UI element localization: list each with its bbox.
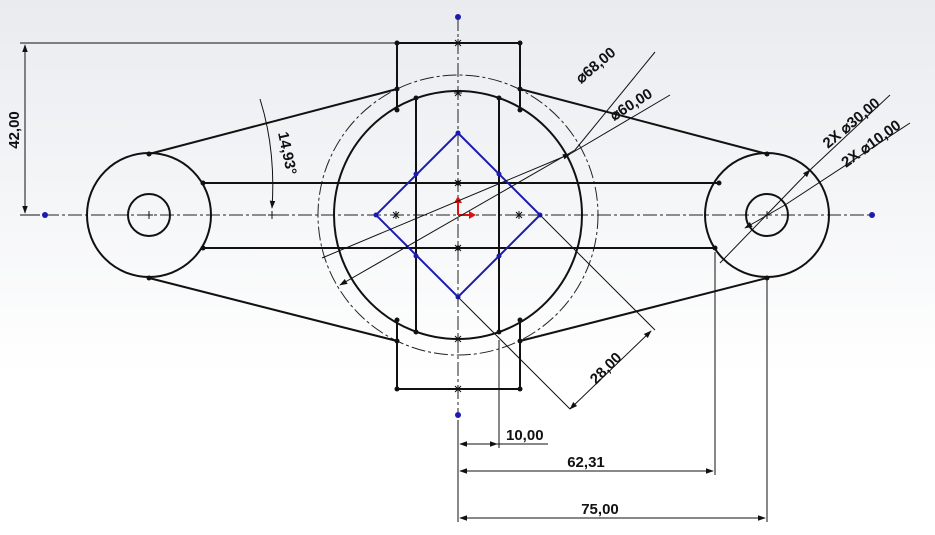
dim-dia-eye[interactable]: 2X ⌀30,00: [719, 95, 891, 264]
sketch-points: [42, 14, 875, 418]
origin-icon: [454, 196, 476, 219]
right-lower-tangent: [519, 277, 768, 342]
dim-height-label: 42,00: [6, 111, 23, 149]
dim-diamond[interactable]: 28,00: [457, 214, 656, 410]
dim-diamond-label: 28,00: [587, 349, 626, 388]
dim-dia-outer-label: ⌀68,00: [573, 44, 620, 87]
dim-web-offset[interactable]: 62,31: [459, 454, 714, 474]
right-eye-hole: [745, 193, 789, 237]
left-eye-hole: [127, 193, 171, 237]
construction-circle: [317, 74, 599, 356]
left-lower-tangent: [148, 277, 398, 342]
dim-angle-label: 14,93°: [274, 130, 300, 176]
left-upper-tangent: [148, 88, 398, 155]
dim-slot-half-label: 10,00: [506, 427, 544, 444]
dim-center-dist-label: 75,00: [581, 501, 619, 518]
dim-slot-half[interactable]: 10,00: [459, 427, 548, 447]
dim-height[interactable]: 42,00: [6, 42, 395, 216]
dim-web-offset-label: 62,31: [567, 454, 605, 471]
dim-center-dist[interactable]: 75,00: [459, 501, 766, 521]
right-upper-tangent: [519, 88, 768, 155]
